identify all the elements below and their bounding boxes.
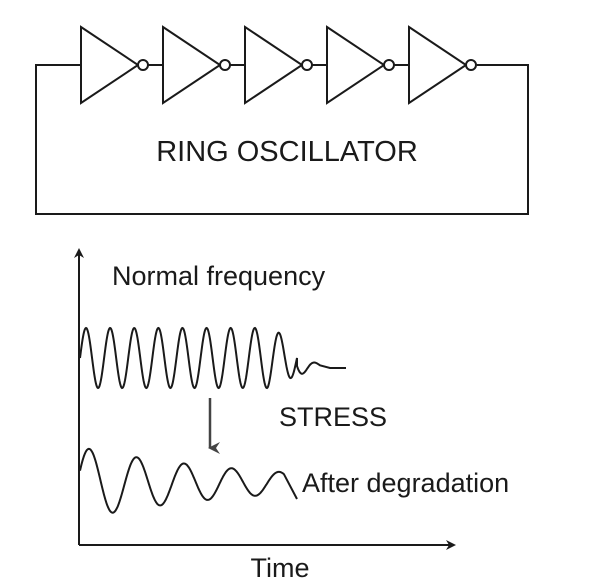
normal-frequency-label: Normal frequency bbox=[112, 261, 326, 291]
inverter-triangle bbox=[162, 25, 222, 105]
inverter-triangle bbox=[326, 25, 386, 105]
plot-axes bbox=[74, 248, 456, 550]
inverter bbox=[326, 25, 409, 105]
normal-frequency-waveform bbox=[79, 326, 346, 390]
inverter-bubble bbox=[383, 59, 395, 71]
inverter bbox=[408, 25, 477, 105]
inverter bbox=[244, 25, 327, 105]
inverter-triangle bbox=[408, 25, 468, 105]
stress-label: STRESS bbox=[279, 402, 387, 432]
inverter bbox=[162, 25, 245, 105]
x-axis-label: Time bbox=[251, 553, 310, 580]
feedback-loop bbox=[35, 64, 529, 215]
inverter-chain bbox=[80, 25, 477, 105]
inverter-bubble bbox=[137, 59, 149, 71]
inverter bbox=[80, 25, 163, 105]
loop-wire bbox=[35, 64, 529, 215]
degraded-waveform bbox=[79, 447, 298, 514]
inverter-triangle bbox=[244, 25, 304, 105]
inverter-triangle bbox=[80, 25, 140, 105]
after-degradation-label: After degradation bbox=[302, 468, 509, 498]
inverter-bubble bbox=[219, 59, 231, 71]
inverter-bubble bbox=[465, 59, 477, 71]
inverter-bubble bbox=[301, 59, 313, 71]
circuit-title: RING OSCILLATOR bbox=[156, 136, 418, 168]
